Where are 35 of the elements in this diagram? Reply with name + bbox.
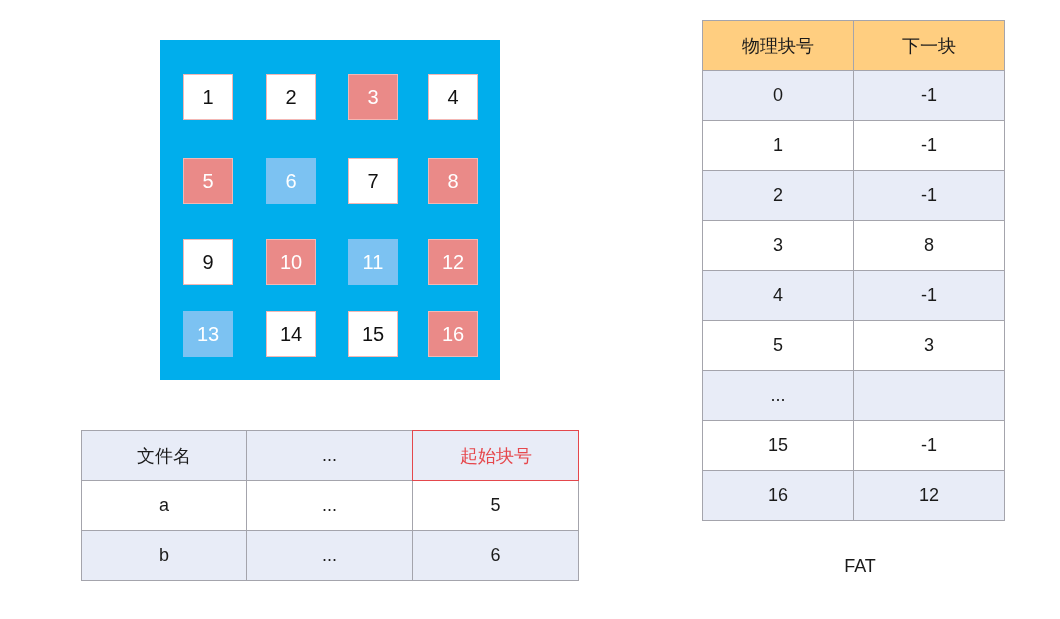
block-box: 4 [428,74,478,120]
header-cell: 物理块号 [702,20,854,71]
block-box: 1 [183,74,233,120]
table-cell: 4 [702,270,854,321]
block-box: 2 [266,74,316,120]
table-cell: b [81,530,247,581]
table-cell: -1 [853,270,1005,321]
table-cell: -1 [853,70,1005,121]
table-cell: -1 [853,170,1005,221]
block-box: 7 [348,158,398,204]
block-box: 14 [266,311,316,357]
table-cell: 12 [853,470,1005,521]
header-cell: 文件名 [81,430,247,481]
block-grid-panel [160,40,500,380]
header-cell: 下一块 [853,20,1005,71]
block-box: 3 [348,74,398,120]
table-caption: FAT [843,554,877,578]
block-box: 13 [183,311,233,357]
table-cell: 6 [412,530,579,581]
table-cell: ... [702,370,854,421]
table-cell: ... [246,530,413,581]
block-box: 11 [348,239,398,285]
header-cell: 起始块号 [412,430,579,481]
block-box: 16 [428,311,478,357]
table-cell: 16 [702,470,854,521]
block-box: 6 [266,158,316,204]
table-cell: 2 [702,170,854,221]
block-box: 9 [183,239,233,285]
header-cell: ... [246,430,413,481]
block-box: 8 [428,158,478,204]
block-box: 5 [183,158,233,204]
block-box: 10 [266,239,316,285]
block-box: 15 [348,311,398,357]
block-box: 12 [428,239,478,285]
table-cell: 0 [702,70,854,121]
